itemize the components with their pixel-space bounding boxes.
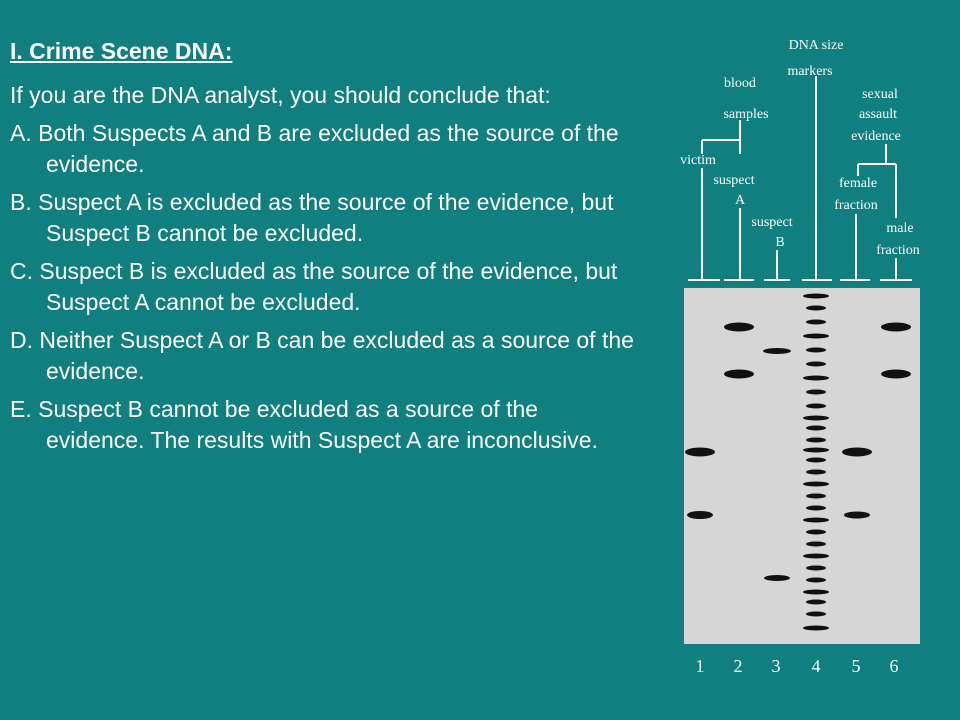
band-lane-4-marker bbox=[803, 415, 829, 421]
band-lane-4-marker bbox=[806, 403, 826, 409]
band-lane-4-marker bbox=[806, 493, 826, 499]
label-suspect-b-1: suspect bbox=[751, 215, 792, 230]
label-dna-size-markers-2: markers bbox=[787, 64, 832, 79]
answer-option-b: B. Suspect A is excluded as the source o… bbox=[10, 189, 614, 246]
band-lane-4-marker bbox=[803, 375, 829, 381]
band-lane-4-marker bbox=[806, 319, 826, 325]
question-text: I. Crime Scene DNA: If you are the DNA a… bbox=[10, 36, 640, 463]
answer-option-a: A. Both Suspects A and B are excluded as… bbox=[10, 120, 619, 177]
band-lane-4-marker bbox=[803, 517, 829, 523]
lane-number-6: 6 bbox=[890, 656, 899, 676]
lane-number-3: 3 bbox=[772, 656, 781, 676]
label-sexual-assault-2: assault bbox=[859, 107, 897, 122]
band-lane-4-marker bbox=[803, 333, 829, 339]
dna-gel-figure: DNA size markers blood samples sexual as… bbox=[660, 36, 950, 686]
band-lane-4-marker bbox=[806, 505, 826, 511]
band-lane-4-marker bbox=[806, 577, 826, 583]
label-sexual-assault-3: evidence bbox=[851, 129, 901, 144]
band-lane-4-marker bbox=[806, 457, 826, 463]
label-male-fraction-1: male bbox=[886, 221, 913, 236]
slide-title: I. Crime Scene DNA: bbox=[10, 38, 233, 64]
lane-number-2: 2 bbox=[734, 656, 743, 676]
dna-gel-svg: DNA size markers blood samples sexual as… bbox=[680, 38, 920, 676]
band-lane-5 bbox=[844, 511, 870, 519]
label-victim: victim bbox=[680, 153, 716, 168]
band-lane-6 bbox=[881, 322, 911, 332]
lane-number-1: 1 bbox=[696, 656, 705, 676]
label-female-fraction-1: female bbox=[839, 176, 877, 191]
band-lane-4-marker bbox=[806, 425, 826, 431]
band-lane-4-marker bbox=[803, 481, 829, 487]
lane-number-5: 5 bbox=[852, 656, 861, 676]
band-lane-5 bbox=[842, 447, 872, 457]
label-suspect-b-2: B bbox=[775, 235, 784, 250]
label-female-fraction-2: fraction bbox=[834, 198, 878, 213]
band-lane-2 bbox=[724, 322, 754, 332]
band-lane-1 bbox=[685, 447, 715, 457]
band-lane-4-marker bbox=[806, 541, 826, 547]
band-lane-3 bbox=[763, 348, 791, 354]
band-lane-4-marker bbox=[806, 437, 826, 443]
label-suspect-a-2: A bbox=[735, 193, 746, 208]
band-lane-4-marker bbox=[806, 361, 826, 367]
band-lane-4-marker bbox=[806, 565, 826, 571]
band-lane-4-marker bbox=[803, 553, 829, 559]
lane-number-4: 4 bbox=[812, 656, 821, 676]
label-male-fraction-2: fraction bbox=[876, 243, 920, 258]
band-lane-3 bbox=[764, 575, 790, 581]
band-lane-4-marker bbox=[803, 589, 829, 595]
band-lane-4-marker bbox=[803, 293, 829, 299]
label-blood-samples-1: blood bbox=[724, 76, 756, 91]
question-intro: If you are the DNA analyst, you should c… bbox=[10, 82, 551, 108]
label-suspect-a-1: suspect bbox=[713, 173, 754, 188]
label-leader-lines bbox=[688, 76, 912, 281]
answer-option-d: D. Neither Suspect A or B can be exclude… bbox=[10, 327, 634, 384]
label-blood-samples-2: samples bbox=[723, 107, 768, 122]
answer-option-e: E. Suspect B cannot be excluded as a sou… bbox=[10, 396, 598, 453]
band-lane-4-marker bbox=[806, 529, 826, 535]
answer-option-c: C. Suspect B is excluded as the source o… bbox=[10, 258, 618, 315]
gel-background bbox=[684, 288, 920, 644]
label-sexual-assault-1: sexual bbox=[862, 87, 898, 102]
band-lane-4-marker bbox=[806, 469, 826, 475]
label-dna-size-markers-1: DNA size bbox=[789, 38, 844, 53]
gel-bands bbox=[685, 293, 911, 631]
band-lane-4-marker bbox=[803, 447, 829, 453]
band-lane-2 bbox=[724, 369, 754, 379]
band-lane-4-marker bbox=[806, 389, 826, 395]
band-lane-6 bbox=[881, 369, 911, 379]
band-lane-4-marker bbox=[806, 599, 826, 605]
band-lane-4-marker bbox=[806, 611, 826, 617]
band-lane-4-marker bbox=[803, 625, 829, 631]
band-lane-4-marker bbox=[806, 347, 826, 353]
band-lane-1 bbox=[687, 511, 713, 519]
band-lane-4-marker bbox=[806, 305, 826, 311]
